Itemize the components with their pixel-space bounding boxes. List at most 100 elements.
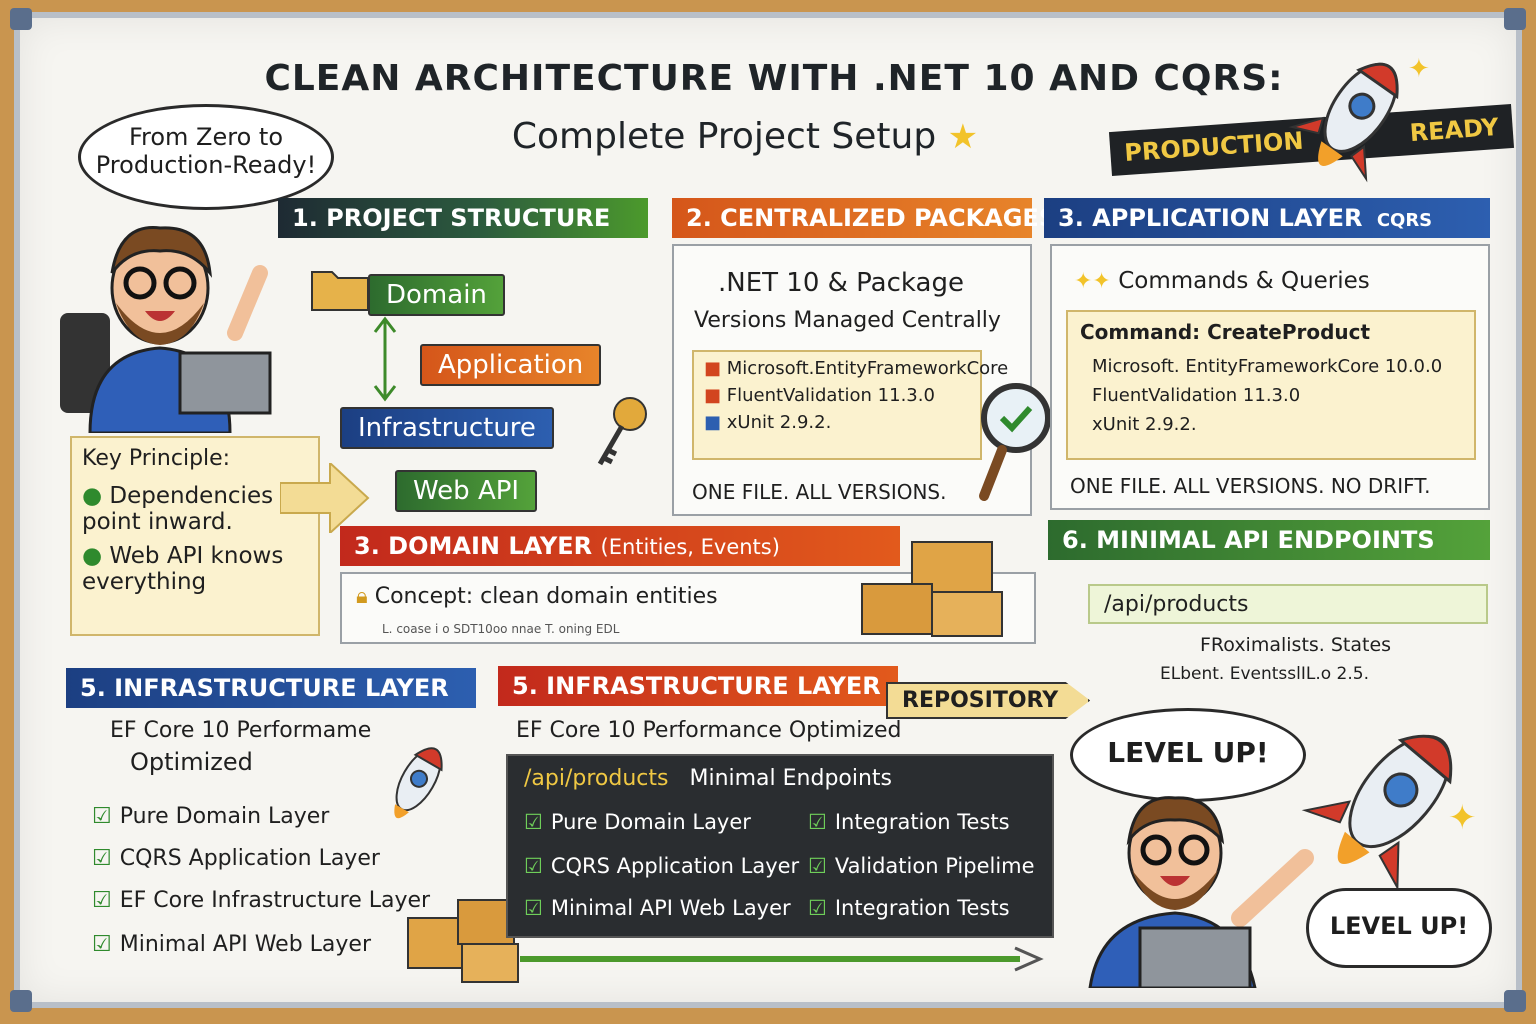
domain-layer-title: 3. DOMAIN LAYER xyxy=(354,532,593,560)
key-principle-item: ● Web API knows everything xyxy=(82,543,284,595)
section-header-infrastructure-left: 5. INFRASTRUCTURE LAYER xyxy=(66,668,476,708)
dark-check-item: ☑CQRS Application Layer xyxy=(524,854,799,878)
dark-check-text: Validation Pipelime xyxy=(834,854,1035,878)
dark-check-item: ☑Integration Tests xyxy=(808,810,1010,834)
speech-line: Production-Ready! xyxy=(95,151,317,179)
key-principle-text: Web API knows everything xyxy=(82,543,284,595)
package-item: ■ FluentValidation 11.3.0 xyxy=(704,385,935,406)
dark-check-item: ☑ Integration Tests xyxy=(808,896,1010,920)
checklist-item: ☑ Pure Domain Layer xyxy=(92,804,329,829)
checklist-item: ☑CQRS Application Layer xyxy=(92,846,380,871)
banner-left: PRODUCTION xyxy=(1123,126,1305,168)
commands-queries-label: Commands & Queries xyxy=(1118,268,1370,294)
infra-left-line2: Optimized xyxy=(130,748,253,776)
checklist-text: Pure Domain Layer xyxy=(119,804,330,829)
command-package: Microsoft. EntityFrameworkCore 10.0.0 xyxy=(1092,356,1443,377)
rocket-icon xyxy=(1288,62,1399,183)
app-layer-suffix: CQRS xyxy=(1376,210,1433,231)
whiteboard: CLEAN ARCHITECTURE WITH .NET 10 AND CQRS… xyxy=(10,8,1526,1012)
minimal-api-line: ELbent. EventsslIL.o 2.5. xyxy=(1160,664,1369,684)
board-corner xyxy=(1504,8,1526,30)
sparkle-icon: ✦✦ xyxy=(1074,269,1111,294)
arrow-right-icon xyxy=(280,463,370,533)
checklist-item: ☑Minimal API Web Layer xyxy=(92,932,371,957)
commands-queries: ✦✦ Commands & Queries xyxy=(1074,268,1370,294)
page-title: CLEAN ARCHITECTURE WITH .NET 10 AND CQRS… xyxy=(264,58,1284,99)
dark-check-text: CQRS Application Layer xyxy=(550,854,800,878)
project-structure-panel: Domain Application Infrastructure Web AP… xyxy=(290,244,650,524)
rocket-icon xyxy=(394,747,443,819)
checkbox-icon: ☑ xyxy=(808,896,827,920)
developer-avatar xyxy=(60,226,272,433)
section-header-infrastructure-mid: 5. INFRASTRUCTURE LAYER xyxy=(498,666,898,706)
lock-icon: 🔒︎ xyxy=(356,584,368,609)
section-header-minimal-api: 6. MINIMAL API ENDPOINTS xyxy=(1048,520,1490,560)
layer-box-web-api: Web API xyxy=(395,470,538,512)
domain-concept-text: Concept: clean domain entities xyxy=(374,584,718,609)
boxes-icon xyxy=(407,899,519,983)
speech-line: From Zero to xyxy=(128,123,284,151)
key-principle-title: Key Principle: xyxy=(82,446,231,471)
command-name: Command: CreateProduct xyxy=(1080,320,1371,344)
dark-check-text: Integration Tests xyxy=(834,896,1010,920)
infrastructure-dark-panel: /api/products Minimal Endpoints ☑Pure Do… xyxy=(506,754,1054,938)
double-arrow-icon xyxy=(373,316,397,402)
package-name: Microsoft.EntityFrameworkCore xyxy=(726,358,1009,379)
key-principle-text: Dependencies point inward. xyxy=(82,483,274,535)
command-package: xUnit 2.9.2. xyxy=(1092,414,1197,435)
package-name: xUnit 2.9.2. xyxy=(726,412,832,433)
star-icon: ★ xyxy=(947,117,979,157)
repository-tag: REPOSITORY xyxy=(886,682,1091,719)
dark-check-item: ☑Pure Domain Layer xyxy=(524,810,751,834)
section-header-domain-layer: 3. DOMAIN LAYER (Entities, Events) xyxy=(340,526,900,566)
package-list: ■ Microsoft.EntityFrameworkCore ■ Fluent… xyxy=(692,350,1009,460)
centralized-packages-panel: .NET 10 & Package Versions Managed Centr… xyxy=(672,244,1051,516)
dark-route-note: Minimal Endpoints xyxy=(689,766,893,791)
section-header-application-layer: 3. APPLICATION LAYER CQRS xyxy=(1044,198,1490,238)
minimal-api-panel: /api/products FRoximalists. States ELben… xyxy=(1050,568,1490,698)
domain-scribble: L. coase i o SDT10oo nnae T. oning EDL xyxy=(382,622,620,636)
speech-bubble-top: From Zero to Production-Ready! xyxy=(78,104,334,210)
layer-box-infrastructure: Infrastructure xyxy=(340,407,554,449)
section-header-project-structure: 1. PROJECT STRUCTURE xyxy=(278,198,648,238)
infrastructure-left-panel: EF Core 10 Performame Optimized ☑Pure Do… xyxy=(66,714,476,982)
checklist-item: ☑ EF Core Infrastructure Layer xyxy=(92,888,430,913)
key-principle-item: ● Dependencies point inward. xyxy=(82,483,274,535)
progress-arrow-icon xyxy=(520,946,1044,972)
page-subtitle: Complete Project Setup ★ xyxy=(20,116,1470,157)
package-item: ■ Microsoft.EntityFrameworkCore xyxy=(704,358,1009,379)
command-card: Command: CreateProduct Microsoft. Entity… xyxy=(1066,310,1476,460)
level-up-bubble: LEVEL UP! xyxy=(1070,708,1306,802)
board-corner xyxy=(10,8,32,30)
key-icon xyxy=(597,397,647,466)
checkbox-icon: ☑ xyxy=(524,810,543,834)
dark-check-item: ☑ Minimal API Web Layer xyxy=(524,896,791,920)
checkbox-icon: ☑ xyxy=(808,810,827,834)
route-card: /api/products xyxy=(1088,584,1488,624)
checkbox-icon: ☑ xyxy=(92,804,112,829)
layer-box-application: Application xyxy=(420,344,602,386)
checkbox-icon: ☑ xyxy=(524,896,543,920)
magnifier-icon xyxy=(979,383,1051,501)
boxes-icon xyxy=(861,541,1003,637)
developer-avatar xyxy=(1088,796,1314,988)
minimal-api-line: FRoximalists. States xyxy=(1200,634,1392,656)
checklist-text: Minimal API Web Layer xyxy=(119,932,371,957)
layer-box-domain: Domain xyxy=(368,274,505,316)
packages-line2: Versions Managed Centrally xyxy=(694,308,1001,333)
checklist-text: EF Core Infrastructure Layer xyxy=(119,888,431,913)
checklist-text: CQRS Application Layer xyxy=(119,846,380,871)
app-layer-title: 3. APPLICATION LAYER xyxy=(1058,204,1363,232)
key-principle-note: Key Principle: ● Dependencies point inwa… xyxy=(70,436,320,636)
domain-concept: 🔒︎ Concept: clean domain entities xyxy=(356,584,718,609)
dark-check-text: Minimal API Web Layer xyxy=(550,896,791,920)
checkbox-icon: ☑ xyxy=(92,888,112,913)
folder-icon xyxy=(311,271,369,311)
board-corner xyxy=(10,990,32,1012)
command-package: FluentValidation 11.3.0 xyxy=(1092,385,1301,406)
dark-route: /api/products xyxy=(524,766,669,791)
rocket-icon xyxy=(1301,734,1453,892)
sparkle-icon: ✦ xyxy=(1448,798,1477,838)
domain-layer-panel: 🔒︎ Concept: clean domain entities L. coa… xyxy=(340,541,1036,644)
level-up-bubble-small: LEVEL UP! xyxy=(1306,888,1492,968)
